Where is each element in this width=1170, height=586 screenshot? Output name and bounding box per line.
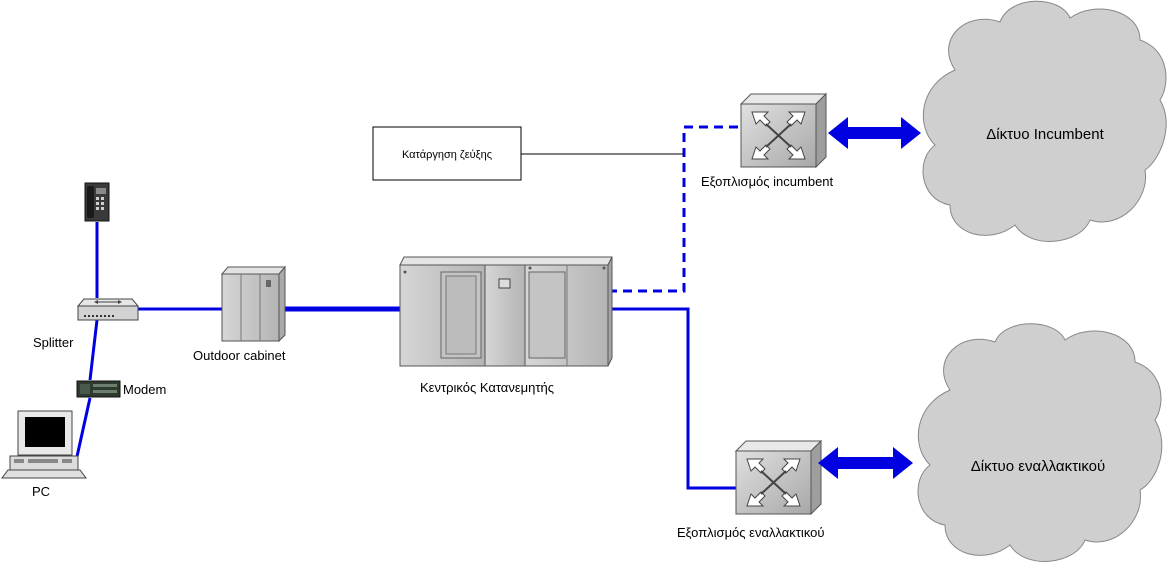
alternative-network-label: Δίκτυο εναλλακτικού [971, 458, 1105, 475]
outdoor-cabinet-icon [220, 265, 287, 343]
switch-icon [739, 92, 828, 169]
distribution-frame-icon [399, 256, 613, 367]
incumbent-cloud: Δίκτυο Incumbent [922, 0, 1167, 242]
incumbent-network-label: Δίκτυο Incumbent [986, 126, 1104, 143]
pc-icon [1, 410, 87, 479]
links [72, 125, 740, 490]
outdoor-cabinet-label: Outdoor cabinet [193, 348, 286, 363]
alternative-cloud: Δίκτυο εναλλακτικού [917, 323, 1163, 562]
splitter-label: Splitter [33, 335, 74, 350]
alternative-equipment-label: Εξοπλισμός εναλλακτικού [677, 525, 825, 540]
splitter-icon [76, 298, 140, 321]
unbundling-label: Κατάργηση ζεύξης [402, 149, 492, 161]
modem-label: Modem [123, 382, 166, 397]
central-distributor-label: Κεντρικός Κατανεμητής [420, 380, 554, 395]
distributor-incumbent-link [608, 125, 740, 293]
distributor-alternative-link [608, 307, 736, 490]
unbundling-box: Κατάργηση ζεύξης [372, 126, 522, 181]
incumbent-equipment-label: Εξοπλισμός incumbent [701, 174, 834, 189]
pc-label: PC [32, 484, 50, 499]
telephone-icon [84, 182, 110, 222]
modem-icon [76, 380, 121, 398]
splitter-modem-link [88, 319, 99, 381]
alternative-double-arrow [818, 447, 913, 479]
switch-icon [734, 439, 823, 516]
incumbent-double-arrow [828, 117, 921, 149]
